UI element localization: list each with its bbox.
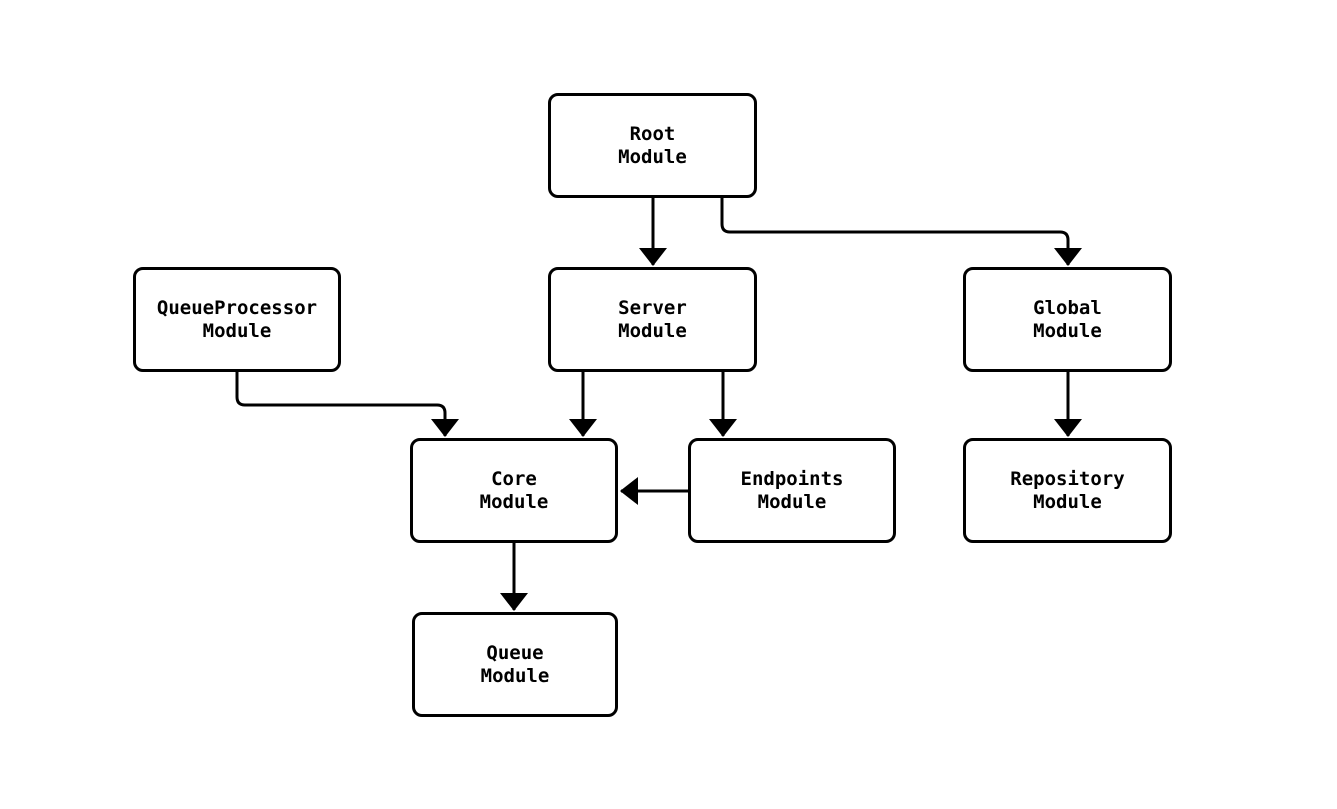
node-label-line: Endpoints <box>740 467 844 490</box>
node-queue-module: Queue Module <box>412 612 618 717</box>
node-label-line: Module <box>618 319 687 342</box>
node-endpoints-module: Endpoints Module <box>688 438 896 543</box>
node-repository-module: Repository Module <box>963 438 1172 543</box>
node-label-line: Repository <box>1010 467 1125 490</box>
node-label-line: QueueProcessor <box>156 296 318 319</box>
node-root-module: Root Module <box>548 93 757 198</box>
edge-queueprocessor-to-core <box>235 372 459 437</box>
node-label-line: Module <box>757 490 827 513</box>
node-core-module: Core Module <box>410 438 618 543</box>
node-label-line: Module <box>1033 319 1102 342</box>
edge-root-to-global <box>720 198 1082 266</box>
node-label-line: Module <box>618 145 687 168</box>
node-label-line: Module <box>1033 490 1102 513</box>
node-label-line: Root <box>629 122 676 145</box>
node-label-line: Server <box>618 296 687 319</box>
node-queueprocessor-module: QueueProcessor Module <box>133 267 341 372</box>
node-label-line: Module <box>480 664 550 687</box>
node-label-line: Module <box>479 490 549 513</box>
node-label-line: Module <box>202 319 272 342</box>
node-global-module: Global Module <box>963 267 1172 372</box>
node-server-module: Server Module <box>548 267 757 372</box>
node-label-line: Global <box>1033 296 1102 319</box>
node-label-line: Core <box>491 467 537 490</box>
node-label-line: Queue <box>486 641 544 664</box>
